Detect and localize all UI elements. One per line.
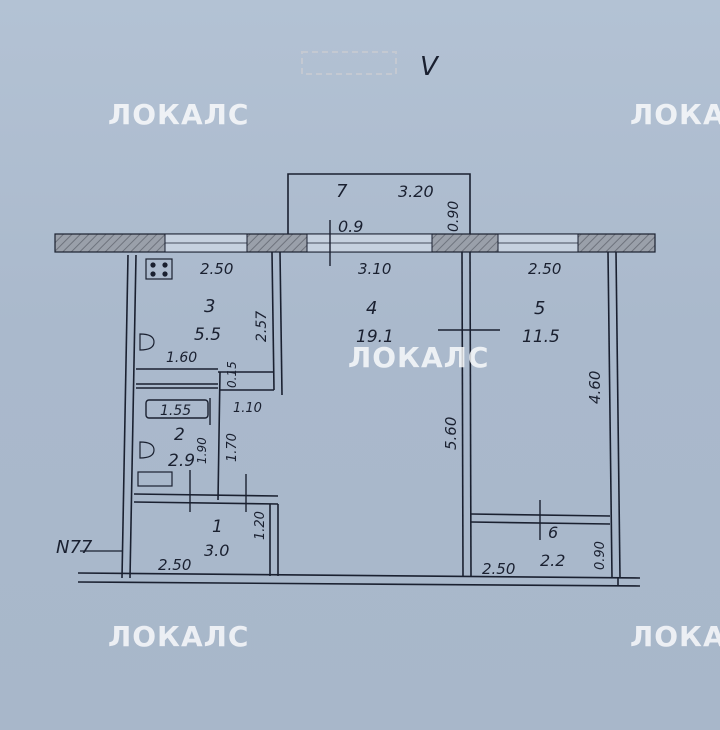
room-1-area: 3.0 <box>204 541 229 560</box>
top-exterior-wall <box>54 233 656 253</box>
room-1-height: 1.20 <box>253 511 268 540</box>
room-5-width: 2.50 <box>528 260 561 278</box>
watermark-bottom-right: ЛОКАЛС <box>630 620 720 653</box>
toilet-icon <box>137 471 173 487</box>
washbasin-icon <box>139 441 155 459</box>
bathtub-icon <box>145 399 209 419</box>
faded-stamp <box>301 51 397 75</box>
room-4-number: 4 <box>366 298 377 319</box>
balcony-outline <box>287 173 471 236</box>
room-5-height: 4.60 <box>586 371 604 404</box>
bottom-exterior-wall <box>77 572 641 587</box>
room-4-width: 3.10 <box>358 260 391 278</box>
balcony-depth: 0.90 <box>446 201 462 232</box>
room-5-number: 5 <box>534 298 545 319</box>
bath-width: 1.10 <box>233 401 262 416</box>
room-1-number: 1 <box>212 517 223 537</box>
room-7-number: 7 <box>336 181 348 202</box>
room-2-number: 2 <box>174 425 185 445</box>
wc-width: 1.60 <box>166 350 197 366</box>
bath-length: 1.55 <box>160 403 191 419</box>
corridor-height: 1.70 <box>225 433 240 462</box>
room-3-height: 2.57 <box>254 311 270 342</box>
watermark-top-right: ЛОКАЛС <box>630 98 720 131</box>
room-2-area: 2.9 <box>168 451 195 471</box>
room-2-depth: 1.90 <box>195 437 209 464</box>
door-marks <box>189 220 541 540</box>
apartment-number: N77 <box>56 537 93 558</box>
wc-gap: 0.15 <box>225 361 239 388</box>
watermark-bottom-left: ЛОКАЛС <box>108 620 250 653</box>
room-3-width: 2.50 <box>200 260 233 278</box>
room-6-number: 6 <box>548 523 558 542</box>
interior-walls <box>121 251 621 579</box>
room-4-height: 5.60 <box>442 417 460 450</box>
room-5-area: 11.5 <box>522 327 560 347</box>
stamp-letter: V <box>420 52 440 82</box>
watermark-top-left: ЛОКАЛС <box>108 98 250 131</box>
room-1-width: 2.50 <box>158 556 191 574</box>
room-6-area: 2.2 <box>540 551 565 570</box>
room-6-depth: 0.90 <box>593 541 608 570</box>
room-6-width: 2.50 <box>482 560 515 578</box>
balcony-length: 3.20 <box>398 182 434 201</box>
room-3-number: 3 <box>204 296 215 317</box>
room-3-area: 5.5 <box>194 325 221 345</box>
watermark-center: ЛОКАЛС <box>348 341 490 374</box>
room-4-area: 19.1 <box>356 327 394 347</box>
sink-icon <box>139 333 155 351</box>
kitchen-stove <box>145 258 173 280</box>
room-7-area: 0.9 <box>338 217 363 236</box>
